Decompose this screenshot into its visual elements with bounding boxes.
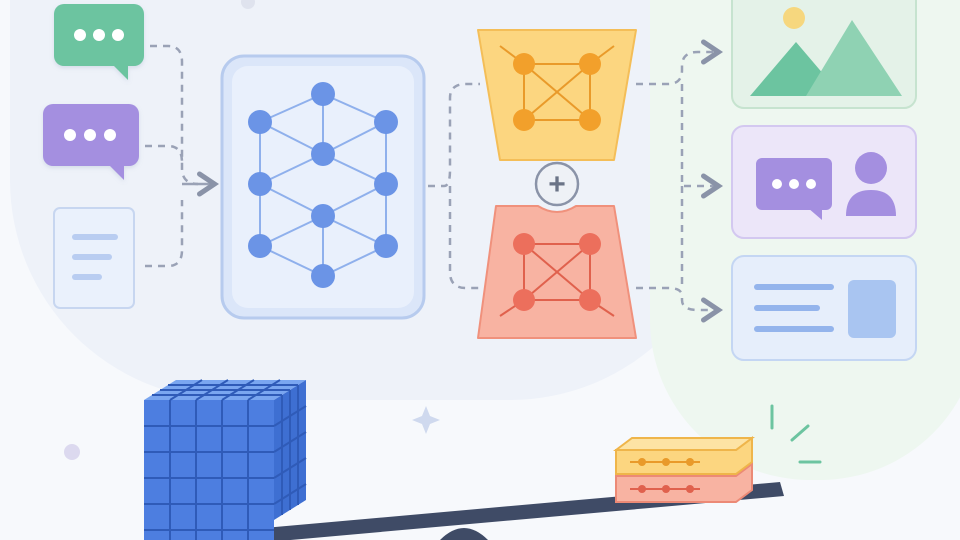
red-expert-network-icon [477,205,637,339]
large-cube-stack-icon [144,379,307,540]
output-connectors [636,39,724,323]
sparkle-icon [412,406,440,434]
decor-dot [241,0,255,9]
text-card-icon [731,255,917,361]
balance-fulcrum [440,528,488,540]
input-connectors [145,44,220,268]
green-chat-bubble-icon [54,4,144,80]
purple-chat-bubble-icon [43,104,139,180]
chat-user-card-icon [731,125,917,239]
combine-symbol: + [548,168,566,201]
orange-expert-network-icon [477,29,637,161]
small-expert-blocks-icon [613,436,755,503]
document-icon [53,207,135,309]
combine-plus-icon: + [534,161,580,207]
decor-dot [64,444,80,460]
emphasis-marks [770,404,822,464]
router-connectors [428,82,484,290]
neural-network-icon [220,54,426,320]
image-card-icon [731,0,917,109]
